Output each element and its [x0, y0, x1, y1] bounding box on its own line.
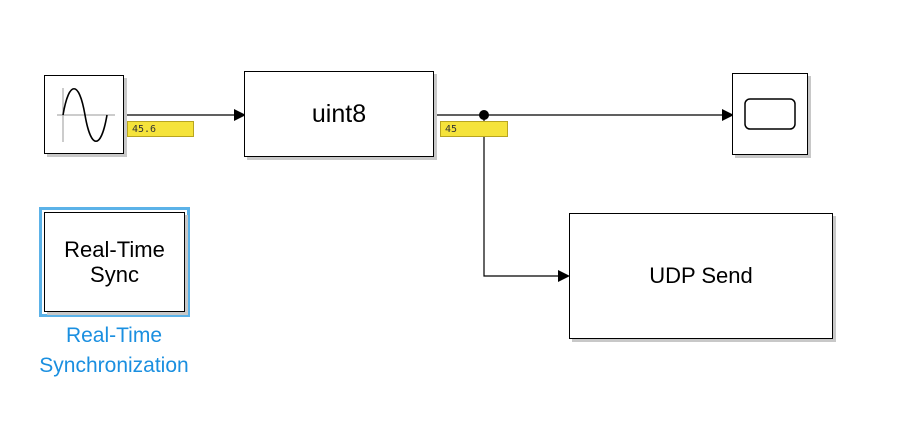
uint8-block-label: uint8: [311, 99, 367, 128]
sine-wave-block[interactable]: [44, 75, 124, 154]
udp-send-block[interactable]: UDP Send: [569, 213, 833, 339]
udp-send-block-label: UDP Send: [649, 263, 753, 289]
real-time-sync-block[interactable]: Real-Time Sync: [44, 212, 185, 312]
real-time-sync-label-line2: Sync: [90, 262, 139, 287]
real-time-sync-label-line1: Real-Time: [64, 236, 165, 262]
signal-line-branch-to-udp-send[interactable]: [483, 115, 570, 282]
caption-line2: Synchronization: [39, 354, 189, 378]
caption-line1: Real-Time: [65, 324, 163, 347]
branch-point: [479, 110, 489, 120]
signal-value-display-sine: 45.6: [127, 121, 194, 137]
sine-wave-icon: [57, 87, 115, 142]
data-type-conversion-block[interactable]: uint8: [244, 71, 434, 157]
selection-highlight: [39, 207, 190, 317]
signal-value-display-uint8: 45: [440, 121, 508, 137]
real-time-sync-block-label: Real-Time Sync: [64, 237, 165, 288]
scope-screen-icon: [744, 98, 796, 130]
real-time-sync-block-name[interactable]: Real-Time Synchronization: [14, 321, 214, 382]
scope-block[interactable]: [732, 73, 808, 155]
